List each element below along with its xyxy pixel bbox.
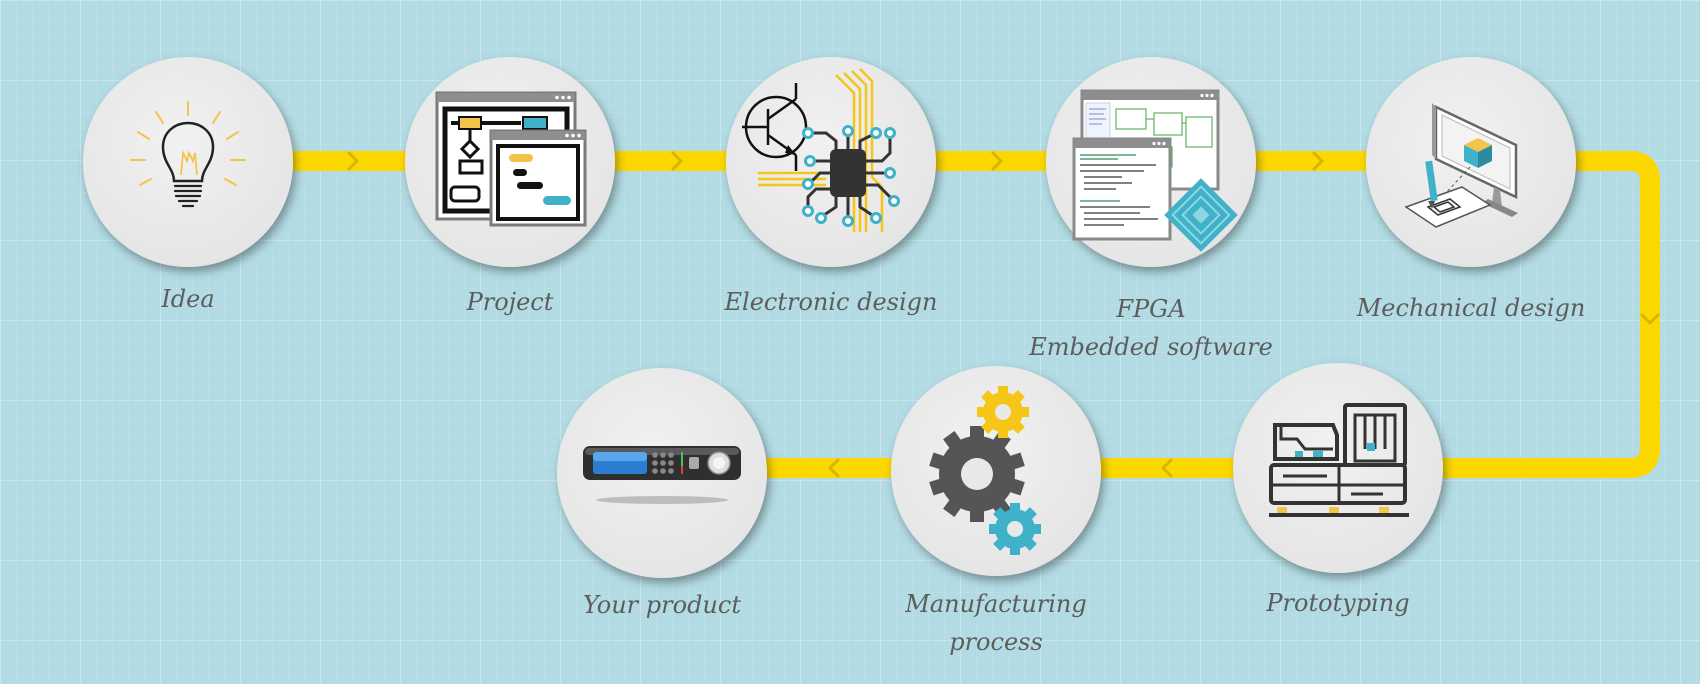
step-circle [83, 57, 293, 267]
step-label-line: process [949, 628, 1043, 656]
step-mechanical: Mechanical design [1357, 57, 1585, 322]
step-label: Prototyping [1158, 584, 1518, 622]
step-circle [1046, 57, 1256, 267]
code-editor-fpga-chip-icon [1072, 89, 1238, 252]
step-label-line: Mechanical design [1356, 294, 1586, 322]
step-label: Project [330, 283, 690, 321]
step-label-line: Project [466, 288, 554, 316]
arrow-right-icon [1312, 151, 1324, 171]
lightbulb-icon [130, 101, 246, 208]
step-label: Idea [8, 280, 368, 318]
step-idea: Idea [83, 57, 293, 313]
step-label: Mechanical design [1291, 289, 1651, 327]
transistor-circuit-chip-icon [742, 68, 900, 232]
step-circle [405, 57, 615, 267]
step-fpga: FPGA Embedded software [1029, 57, 1273, 361]
step-circle [557, 368, 767, 578]
step-circle [1233, 363, 1443, 573]
step-label-line: FPGA [1116, 295, 1186, 323]
project-planning-windows-icon [435, 91, 587, 227]
step-product: Your product [557, 368, 767, 619]
step-label-line: Manufacturing [905, 590, 1087, 618]
gears-icon [929, 386, 1041, 555]
step-circle [891, 366, 1101, 576]
arrow-right-icon [671, 151, 683, 171]
step-label-line: Your product [583, 591, 741, 619]
arrow-right-icon [991, 151, 1003, 171]
step-label: Electronic design [651, 283, 1011, 321]
step-electronic: Electronic design [725, 57, 938, 316]
step-label-line: Electronic design [724, 288, 938, 316]
step-label: Your product [482, 586, 842, 624]
step-circle [1366, 57, 1576, 267]
step-label-line: Prototyping [1266, 589, 1410, 617]
step-label-line: Embedded software [1029, 333, 1273, 361]
3d-printer-machine-icon [1269, 403, 1409, 517]
arrow-left-icon [1161, 458, 1173, 478]
step-label: FPGA Embedded software [971, 290, 1331, 366]
step-prototyping: Prototyping [1233, 363, 1443, 617]
step-label-line: Idea [161, 285, 215, 313]
step-manufacturing: Manufacturing process [891, 366, 1101, 656]
step-label: Manufacturing process [816, 585, 1176, 661]
rack-device-product-icon [583, 446, 741, 504]
arrow-right-icon [347, 151, 359, 171]
cad-monitor-cube-icon [1404, 103, 1518, 228]
arrow-down-icon [1640, 313, 1660, 325]
step-circle [726, 57, 936, 267]
path-line [188, 151, 1660, 478]
step-project: Project [405, 57, 615, 316]
arrow-left-icon [828, 458, 840, 478]
